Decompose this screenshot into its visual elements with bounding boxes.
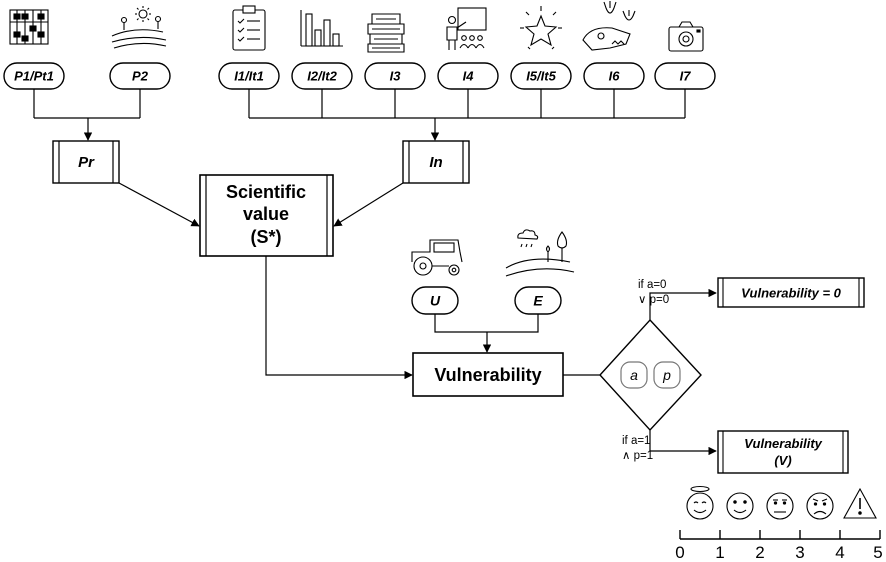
connector-lines-top	[33, 89, 686, 141]
bar-chart-icon	[300, 10, 343, 47]
condition-one-line-2: ∧ p=1	[622, 450, 653, 462]
arrow-in-to-sv	[333, 182, 404, 227]
scientific-value-box: Scientific value (S*)	[199, 174, 334, 257]
u-pill: U	[411, 286, 459, 315]
indicator-p2-label: P2	[132, 69, 149, 84]
indicator-i4: I4	[437, 62, 499, 90]
indicator-p1: P1/Pt1	[3, 62, 65, 90]
vuln-v-line-2: (V)	[774, 453, 791, 468]
in-label: In	[429, 154, 442, 171]
in-box: In	[402, 140, 470, 184]
landscape-rain-icon	[505, 229, 575, 277]
camera-icon	[668, 21, 704, 52]
indicator-i7-label: I7	[680, 69, 692, 84]
angel-face-icon	[686, 485, 714, 520]
sv-line-1: Scientific	[226, 182, 306, 202]
clipboard-checklist-icon	[232, 5, 266, 51]
p-label: p	[662, 367, 671, 383]
pr-label: Pr	[78, 154, 95, 171]
vulnerability-box: Vulnerability	[412, 352, 564, 397]
indicator-i7: I7	[654, 62, 716, 90]
indicator-i2-label: I2/It2	[307, 69, 337, 84]
frown-face-icon	[806, 492, 834, 520]
smile-face-icon	[726, 492, 754, 520]
vuln-v-line-1: Vulnerability	[744, 436, 823, 451]
indicator-i6-label: I6	[609, 69, 621, 84]
indicator-i1-label: I1/It1	[234, 69, 264, 84]
e-pill: E	[514, 286, 562, 315]
warning-triangle-icon	[843, 487, 877, 519]
vuln-zero-label: Vulnerability = 0	[741, 286, 842, 301]
indicator-p1-label: P1/Pt1	[14, 69, 54, 84]
indicator-i4-label: I4	[463, 69, 475, 84]
decision-diamond: a p	[599, 318, 702, 432]
indicator-i1: I1/It1	[218, 62, 280, 90]
u-label: U	[430, 293, 441, 309]
tractor-icon	[411, 239, 463, 276]
arrow-sv-to-vulnerability	[265, 256, 413, 380]
sv-line-2: value	[243, 204, 289, 224]
sv-line-3: (S*)	[251, 227, 282, 247]
scale-tick-0: 0	[675, 543, 684, 562]
indicator-i6: I6	[583, 62, 645, 90]
arrow-pr-to-sv	[118, 182, 200, 227]
connector-ue	[434, 314, 539, 353]
condition-zero-line-2: ∨ p=0	[638, 294, 669, 306]
scale-tick-5: 5	[873, 543, 882, 562]
scale-tick-1: 1	[715, 543, 724, 562]
star-icon	[520, 6, 562, 50]
indicator-i5-label: I5/It5	[526, 69, 556, 84]
scale-tick-2: 2	[755, 543, 764, 562]
scale-tick-4: 4	[835, 543, 844, 562]
abacus-icon	[9, 9, 49, 45]
arrow-to-vuln-v	[649, 430, 717, 456]
condition-zero-line-1: if a=0	[638, 279, 666, 291]
scale-tick-3: 3	[795, 543, 804, 562]
condition-one-line-1: if a=1	[622, 435, 650, 447]
books-icon	[367, 13, 405, 53]
indicator-i5: I5/It5	[510, 62, 572, 90]
landscape-sun-icon	[111, 6, 167, 49]
arrow-to-vuln-zero	[649, 288, 717, 320]
vuln-v-box: Vulnerability (V)	[717, 430, 849, 474]
indicator-i2: I2/It2	[291, 62, 353, 90]
indicator-p2: P2	[109, 62, 171, 90]
vulnerability-scale: 0 1 2 3 4 5	[675, 530, 883, 562]
indicator-i3: I3	[364, 62, 426, 90]
presentation-icon	[446, 7, 487, 50]
indicator-i3-label: I3	[390, 69, 402, 84]
dinosaur-fossil-icon	[582, 1, 636, 51]
vulnerability-label: Vulnerability	[434, 365, 541, 385]
neutral-face-icon	[766, 492, 794, 520]
a-label: a	[630, 367, 638, 383]
e-label: E	[533, 293, 543, 309]
vuln-zero-box: Vulnerability = 0	[717, 277, 865, 308]
pr-box: Pr	[52, 140, 120, 184]
